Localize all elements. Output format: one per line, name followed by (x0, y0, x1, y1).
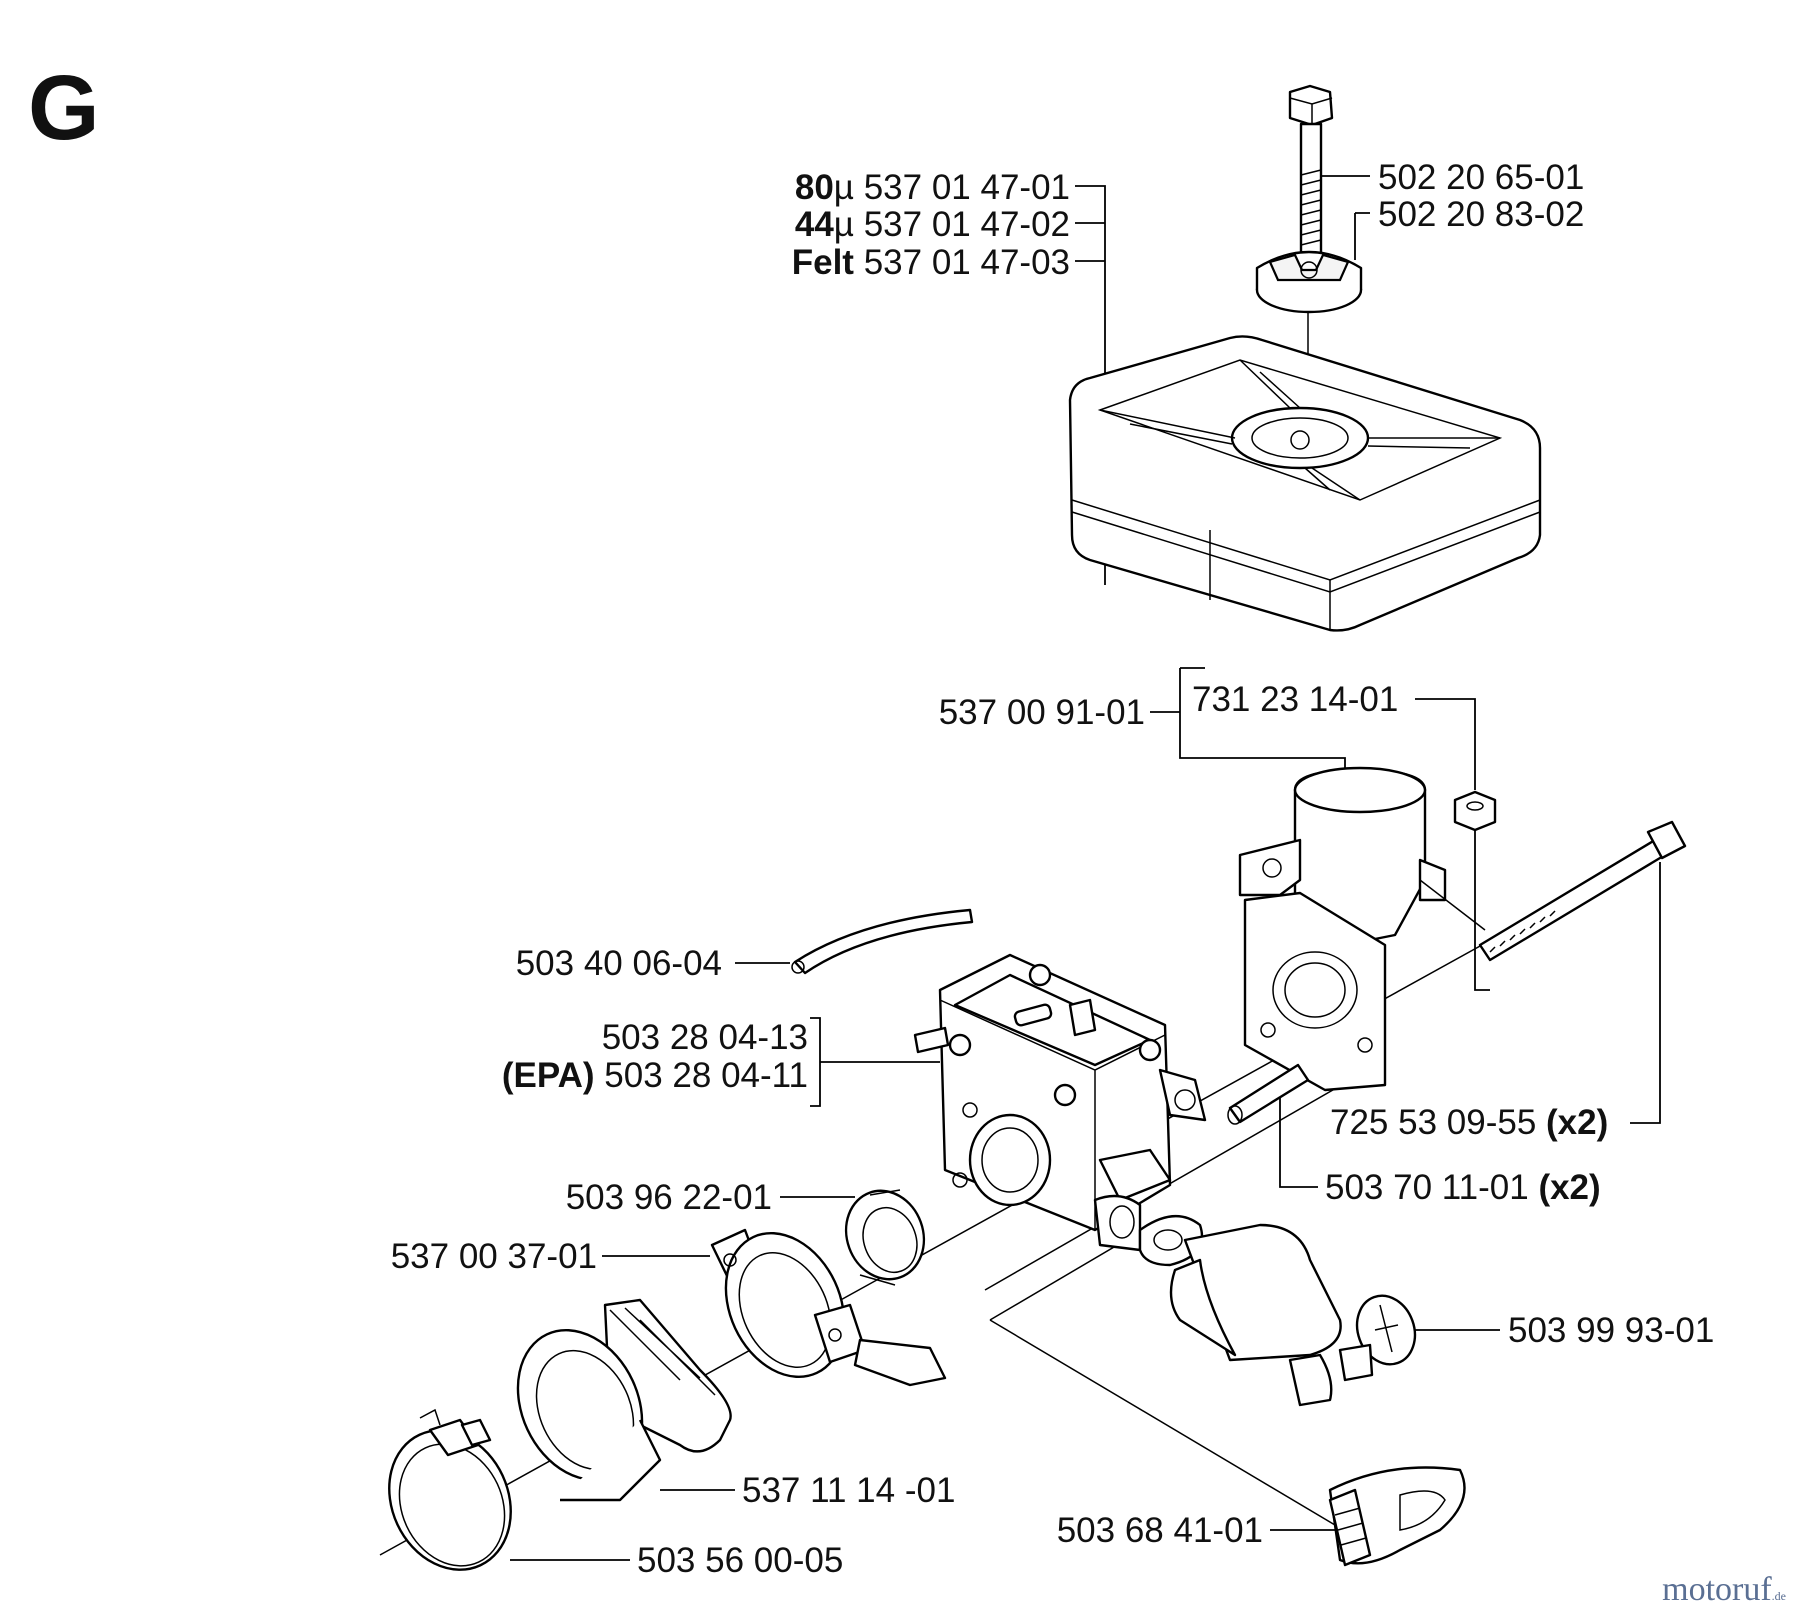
section-letter: G (28, 57, 100, 159)
filter-44-unit: µ (833, 205, 854, 244)
label-carb-std: 503 28 04-13 (601, 1018, 808, 1057)
air-filter-part (1068, 335, 1542, 632)
label-hose-clamp: 503 56 00-05 (637, 1541, 844, 1580)
label-adapter: 537 00 91-01 (938, 693, 1145, 732)
label-choke-lever: 503 99 93-01 (1508, 1311, 1715, 1350)
seal-ring-part (844, 1189, 926, 1286)
label-sleeve: 503 70 11-01 (x2) (1325, 1170, 1601, 1205)
bolt-number: 725 53 09-55 (1330, 1103, 1537, 1142)
filter-80-prefix: 80 (794, 168, 834, 207)
choke-lever-part (1169, 1223, 1417, 1407)
bolt-qty: (x2) (1546, 1103, 1609, 1142)
label-carb-epa: (EPA) 503 28 04-11 (502, 1058, 808, 1093)
hose-clamp-part (388, 1408, 512, 1571)
nut-part (1453, 790, 1497, 832)
filter-felt-prefix: Felt (791, 243, 854, 282)
label-nut: 731 23 14-01 (1192, 680, 1399, 719)
label-bolt: 725 53 09-55 (x2) (1330, 1105, 1608, 1140)
label-screw-top: 502 20 65-01 (1378, 158, 1585, 197)
bolt-part (1478, 820, 1687, 962)
label-fuel-hose: 503 40 06-04 (515, 944, 722, 983)
label-filter-80: 80µ 537 01 47-01 (795, 170, 1070, 205)
fuel-hose-part (791, 908, 974, 975)
sleeve-number: 503 70 11-01 (1325, 1168, 1529, 1207)
intake-boot-part (516, 1298, 732, 1502)
clamp-bracket-part (710, 1228, 947, 1387)
screw-part (1288, 84, 1334, 261)
sleeve-part (1227, 1063, 1310, 1125)
adapter-part (1238, 766, 1486, 952)
label-seal-ring: 503 96 22-01 (565, 1178, 772, 1217)
watermark-main: motoruf (1662, 1571, 1772, 1608)
knob-part (1255, 250, 1363, 314)
watermark-logo: motoruf.de (1662, 1573, 1786, 1607)
lever-part (1328, 1466, 1466, 1567)
label-filter-44: 44µ 537 01 47-02 (795, 207, 1070, 242)
label-filter-felt: Felt 537 01 47-03 (792, 245, 1070, 280)
carb-epa-number: 503 28 04-11 (604, 1056, 808, 1095)
filter-44-number: 537 01 47-02 (863, 205, 1070, 244)
carb-epa-prefix: (EPA) (501, 1056, 595, 1095)
filter-44-prefix: 44 (794, 205, 834, 244)
filter-80-unit: µ (833, 168, 854, 207)
filter-80-number: 537 01 47-01 (863, 168, 1070, 207)
sleeve-qty: (x2) (1538, 1168, 1601, 1207)
label-lever: 503 68 41-01 (1056, 1511, 1263, 1550)
gasket-part (1243, 891, 1387, 1092)
carburetor-part (913, 953, 1207, 1267)
label-knob: 502 20 83-02 (1378, 195, 1585, 234)
watermark-suffix: .de (1771, 1589, 1786, 1603)
label-intake-boot: 537 11 14 -01 (742, 1471, 956, 1510)
label-clamp-bracket: 537 00 37-01 (390, 1237, 597, 1276)
filter-felt-number: 537 01 47-03 (863, 243, 1070, 282)
